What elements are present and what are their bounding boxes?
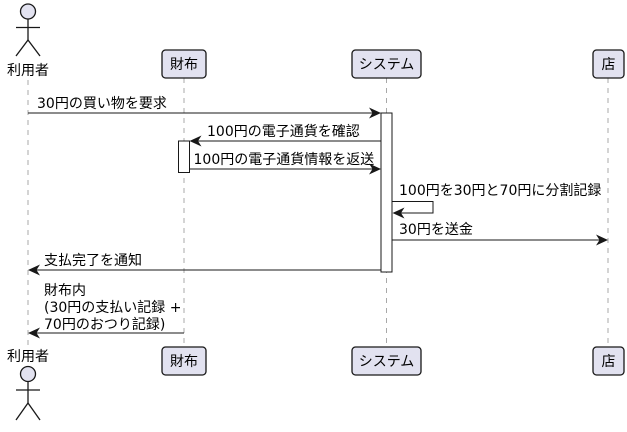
participant-shop-bottom: 店	[592, 346, 625, 376]
message-7-label-line-3: 70円のおつり記録)	[44, 316, 165, 333]
actor-right-leg-line	[27, 402, 41, 421]
message-2: 100円の電子通貨を確認	[189, 123, 381, 147]
message-5-arrowhead	[596, 234, 608, 246]
message-1-label: 30円の買い物を要求	[37, 96, 167, 112]
participant-system-top-label: システム	[359, 57, 415, 73]
message-7-label-line-1: 財布内	[44, 283, 86, 299]
participant-wallet-top-label: 財布	[170, 57, 198, 73]
message-3-label: 100円の電子通貨情報を返送	[194, 151, 375, 168]
message-6: 支払完了を通知	[28, 252, 381, 276]
message-4-label: 100円を30円と70円に分割記録	[399, 182, 601, 199]
participant-system-top: システム	[351, 49, 422, 79]
message-2-arrowhead	[189, 135, 202, 147]
message-7: 財布内 (30円の支払い記録 + 70円のおつり記録)	[28, 283, 184, 339]
activation-system	[380, 112, 393, 273]
participant-shop-bottom-label: 店	[602, 354, 616, 370]
message-4-loop-line	[392, 201, 434, 214]
actor-user-bottom-label: 利用者	[7, 349, 49, 365]
message-7-arrowhead	[28, 327, 40, 339]
message-3: 100円の電子通貨情報を返送	[189, 151, 381, 175]
actor-head-icon	[19, 365, 37, 383]
actor-left-leg-line	[15, 39, 29, 57]
participant-wallet-bottom-label: 財布	[170, 354, 198, 370]
message-1: 30円の買い物を要求	[28, 96, 381, 119]
participant-box	[592, 49, 625, 79]
actor-head-icon	[19, 3, 37, 20]
participant-box	[592, 346, 625, 376]
participant-wallet-top: 財布	[161, 49, 207, 79]
participant-system-bottom: システム	[351, 346, 422, 376]
message-1-arrowhead	[369, 107, 381, 119]
message-5: 30円を送金	[392, 222, 608, 246]
participant-shop-top: 店	[592, 49, 625, 79]
participant-box	[351, 49, 422, 79]
message-2-label: 100円の電子通貨を確認	[207, 123, 360, 140]
actor-user-bottom: 利用者	[7, 349, 49, 421]
activation-wallet	[178, 140, 190, 173]
participant-shop-top-label: 店	[602, 57, 616, 73]
participant-box	[351, 346, 422, 376]
message-5-label: 30円を送金	[399, 222, 473, 238]
actor-user-top-label: 利用者	[7, 63, 49, 79]
message-7-label-line-2: (30円の支払い記録 +	[44, 299, 181, 316]
message-4-self: 100円を30円と70円に分割記録	[392, 182, 601, 219]
message-6-arrowhead	[28, 264, 40, 276]
actor-left-leg-line	[15, 402, 29, 421]
message-3-arrowhead	[369, 163, 381, 175]
participant-wallet-bottom: 財布	[161, 346, 207, 376]
participant-system-bottom-label: システム	[359, 354, 415, 370]
participant-box	[161, 49, 207, 79]
message-4-arrowhead	[392, 207, 405, 219]
actor-user-top: 利用者	[7, 3, 49, 79]
actor-right-leg-line	[27, 39, 41, 57]
participant-box	[161, 346, 207, 376]
message-6-label: 支払完了を通知	[44, 252, 142, 269]
